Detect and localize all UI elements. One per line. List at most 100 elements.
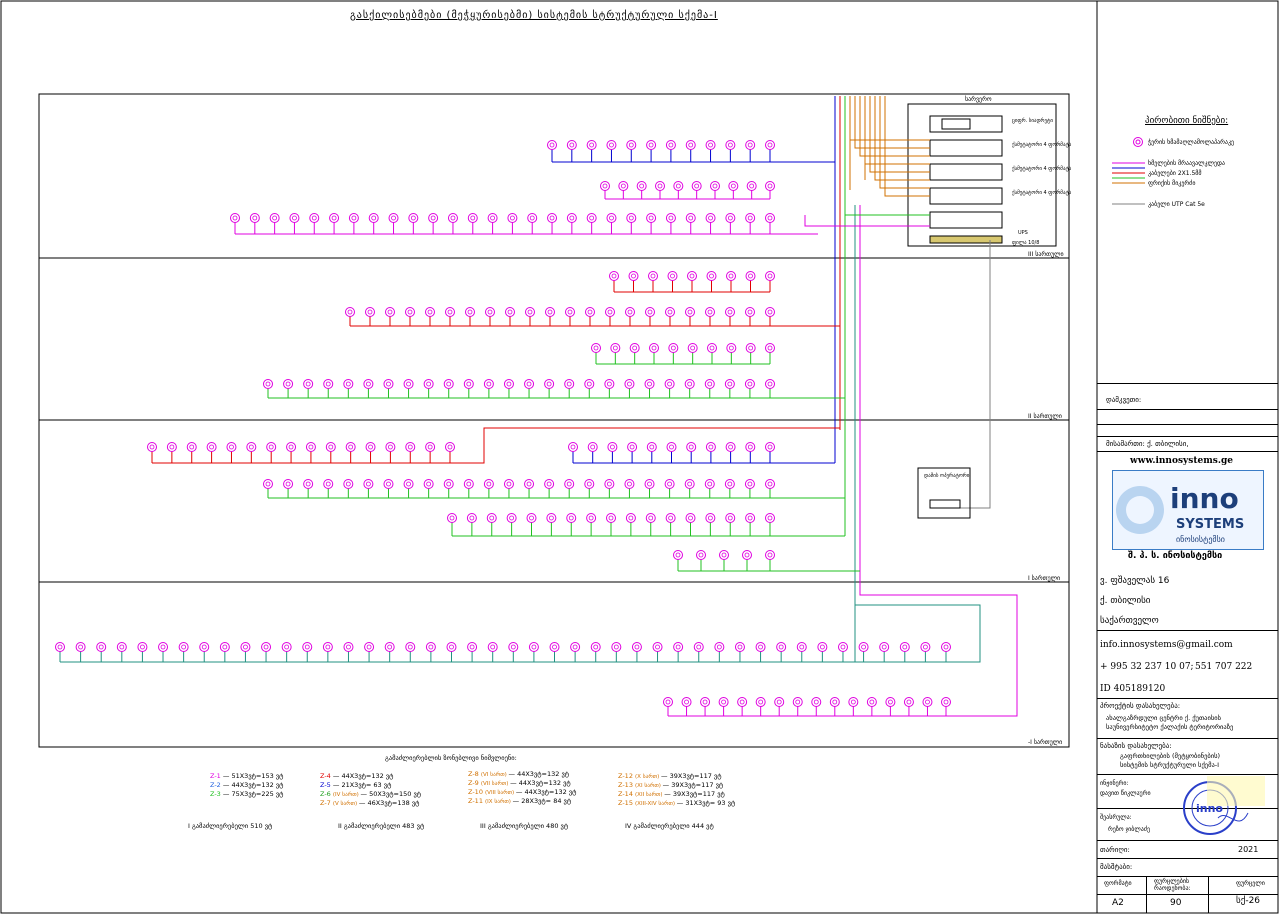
zone-id: Z-14 — [618, 790, 636, 798]
zone-value: — 46X3ვტ=138 ვტ — [358, 799, 420, 807]
speaker-icon — [765, 140, 775, 150]
speaker-icon — [645, 513, 656, 523]
speaker-icon — [655, 181, 665, 191]
speaker-icon — [744, 479, 755, 489]
legend-item: კაბელი UTP Cat 5e — [1148, 201, 1205, 208]
speaker-icon — [348, 213, 359, 223]
speaker-icon — [718, 697, 729, 707]
zone-floor: (IV სართ) — [332, 792, 361, 798]
floor-label-2: II სართული — [1028, 413, 1062, 420]
speaker-icon — [506, 513, 517, 523]
zone-row: Z-6 (IV სართ) — 50X3ვტ=150 ვტ — [320, 790, 421, 798]
speaker-icon — [624, 479, 635, 489]
speaker-icon — [544, 379, 555, 389]
speaker-icon — [744, 379, 755, 389]
speaker-icon — [837, 642, 848, 652]
speaker-icon — [719, 550, 729, 560]
speaker-icon — [566, 213, 577, 223]
speaker-icon — [289, 213, 300, 223]
zone-floor: (XII სართ) — [635, 792, 665, 798]
zone-id: Z-6 — [320, 790, 333, 798]
legend-item: ხმელების მრაავალკლედა — [1148, 160, 1225, 167]
speaker-icon — [566, 513, 577, 523]
speaker-icon — [745, 271, 756, 281]
zone-id: Z-11 — [468, 797, 486, 805]
speaker-icon — [524, 479, 535, 489]
zone-row: Z-4 — 44X3ვტ=132 ვტ — [320, 772, 393, 780]
speaker-icon — [644, 379, 655, 389]
speaker-icon — [665, 307, 675, 317]
speaker-icon — [624, 379, 635, 389]
speaker-icon — [899, 642, 910, 652]
speaker-icon — [586, 140, 597, 150]
speaker-icon — [286, 442, 297, 452]
speaker-icon — [673, 550, 683, 560]
speaker-icon — [590, 642, 601, 652]
zone-row: Z-3 — 75X3ვტ=225 ვტ — [210, 790, 283, 798]
speaker-icon — [724, 379, 735, 389]
zone-value: — 75X3ვტ=225 ვტ — [222, 790, 284, 798]
speaker-icon — [649, 343, 659, 353]
speaker-icon — [858, 642, 869, 652]
stamp-highlight — [1207, 776, 1265, 806]
speaker-icon — [508, 642, 519, 652]
speaker-icon — [544, 479, 555, 489]
speaker-icon — [920, 642, 931, 652]
speaker-icon — [765, 442, 775, 452]
speaker-icon — [445, 307, 455, 317]
amplifier-total: III გამაძლიერებელი 480 ვტ — [480, 822, 569, 830]
server-rack — [907, 103, 1057, 247]
speaker-icon — [178, 642, 189, 652]
speaker-icon — [600, 181, 610, 191]
speaker-icon — [610, 343, 621, 353]
speaker-icon — [568, 442, 578, 452]
speaker-icon — [564, 479, 575, 489]
speaker-icon — [691, 181, 702, 191]
speaker-icon — [230, 213, 240, 223]
speaker-icon — [605, 307, 615, 317]
speaker-icon — [323, 479, 334, 489]
phone: + 995 32 237 10 07; — [1100, 662, 1194, 672]
speaker-icon — [705, 140, 716, 150]
country: საქართველო — [1100, 616, 1159, 626]
speaker-icon — [700, 697, 711, 707]
speaker-icon — [266, 442, 277, 452]
email: info.innosystems@gmail.com — [1100, 640, 1233, 650]
speaker-icon — [774, 697, 785, 707]
speaker-icon — [96, 642, 107, 652]
sheet-name-1: გაფრთხილების (მეტყობინების) — [1120, 752, 1221, 760]
speaker-icon — [765, 550, 775, 560]
speaker-icon — [137, 642, 148, 652]
zone-id: Z-5 — [320, 781, 333, 789]
speaker-icon — [734, 642, 745, 652]
speaker-icon — [765, 343, 775, 353]
speaker-icon — [628, 271, 639, 281]
speaker-icon — [158, 642, 169, 652]
speaker-icon — [505, 307, 515, 317]
project-name: ახალგაზრდული ცენტრი ქ. ქუთაისის საუნივერ… — [1106, 714, 1234, 731]
zone-value: — 44X3ვტ=132 ვტ — [222, 781, 284, 789]
speaker-icon — [383, 479, 394, 489]
speaker-icon — [585, 307, 595, 317]
speaker-icon — [363, 379, 374, 389]
speaker-icon — [166, 442, 177, 452]
speaker-icon — [329, 213, 340, 223]
speaker-icon — [269, 213, 280, 223]
speaker-icon — [263, 479, 273, 489]
zone-id: Z-1 — [210, 772, 223, 780]
speaker-icon — [385, 442, 396, 452]
speaker-icon — [527, 213, 538, 223]
legend-title: პირობითი ნიშნები: — [1145, 116, 1229, 126]
speaker-icon — [737, 697, 748, 707]
speaker-icon — [467, 642, 478, 652]
zone-floor: (VIII სართ) — [485, 790, 516, 796]
zone-row: Z-2 — 44X3ვტ=132 ვტ — [210, 781, 283, 789]
speaker-icon — [666, 442, 677, 452]
amplifier-total: II გამაძლიერებელი 483 ვტ — [338, 822, 425, 830]
speaker-icon — [817, 642, 828, 652]
client-label: დამკვეთი: — [1106, 396, 1142, 404]
speaker-icon — [627, 442, 638, 452]
rack-unit — [929, 235, 1003, 244]
legend-item: ფრიქის მიკერძი — [1148, 180, 1196, 187]
speaker-icon — [503, 379, 514, 389]
